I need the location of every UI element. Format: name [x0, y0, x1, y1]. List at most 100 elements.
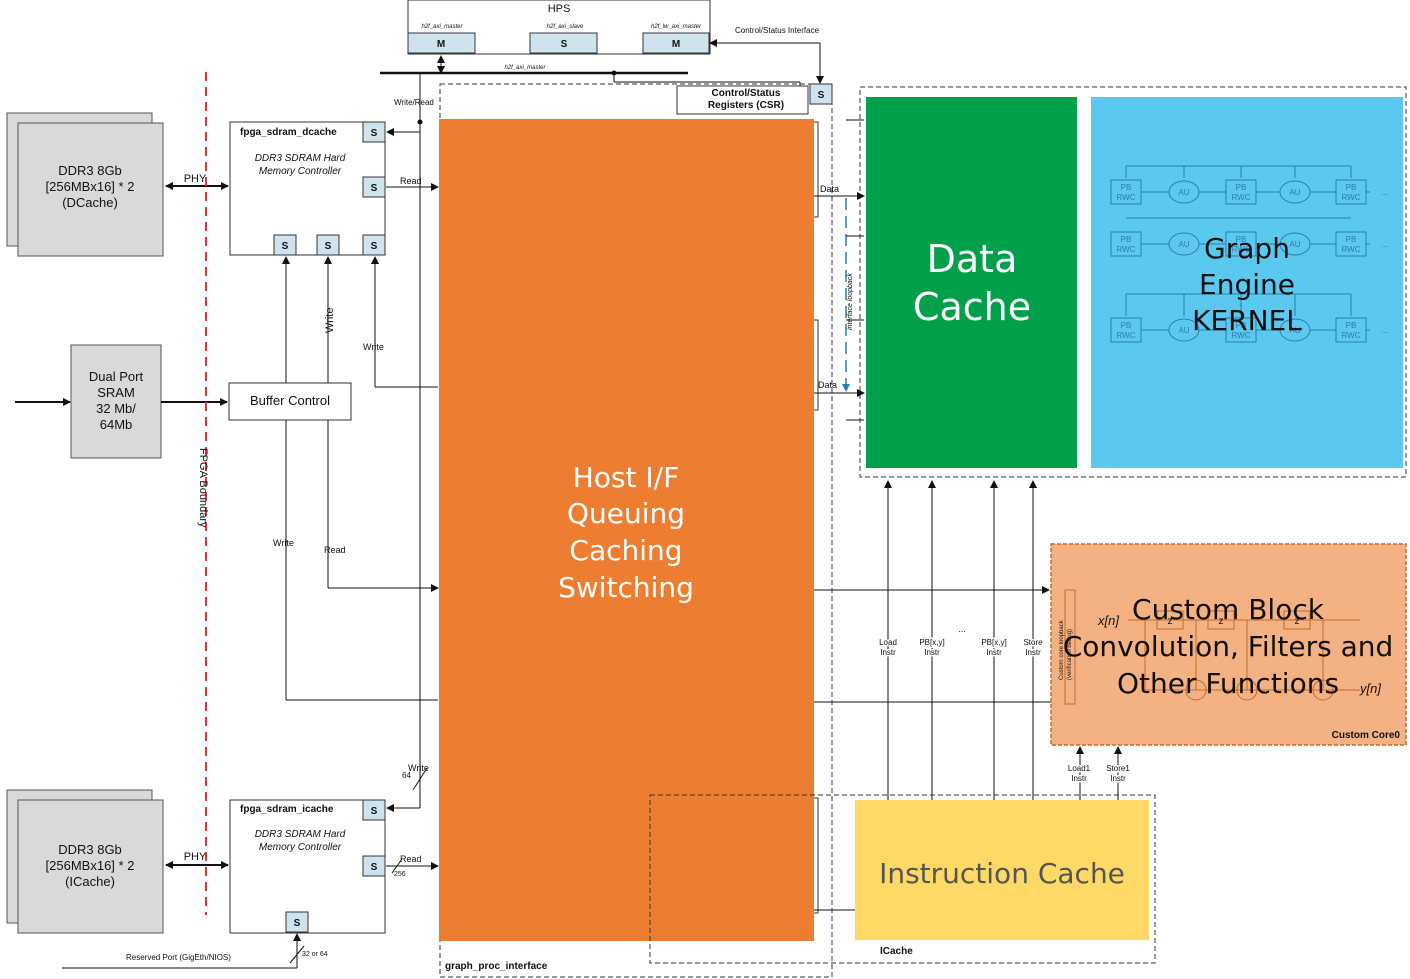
- rwc-label: RWC: [1117, 331, 1136, 340]
- instr-label: PB[x,y]: [981, 638, 1006, 647]
- svg-text:[256MBx16] * 2: [256MBx16] * 2: [46, 179, 135, 194]
- data-label: Data: [818, 380, 837, 390]
- delay-z: z: [1219, 616, 1224, 627]
- svg-text:fpga_sdram_icache: fpga_sdram_icache: [240, 804, 334, 815]
- svg-text:S: S: [325, 241, 332, 252]
- hps-port-m: M: [672, 39, 680, 50]
- custom-yn: y[n]: [1359, 681, 1381, 696]
- svg-text:fpga_sdram_dcache: fpga_sdram_dcache: [240, 127, 337, 138]
- width-label: 256: [394, 871, 406, 878]
- delay-z: z: [1295, 616, 1300, 627]
- rwc-label: RWC: [1232, 193, 1251, 202]
- svg-text:(DCache): (DCache): [62, 195, 118, 210]
- svg-text:DDR3 SDRAM Hard: DDR3 SDRAM Hard: [255, 153, 346, 164]
- ge-ellipsis: ...: [1381, 325, 1389, 335]
- svg-text:S: S: [371, 128, 378, 139]
- graph-engine-line2: Engine: [1199, 268, 1295, 301]
- pb-label: PB: [1121, 321, 1132, 330]
- au-label: AU: [1289, 326, 1300, 335]
- custom-core-label: Custom Core0: [1332, 730, 1401, 741]
- read-label: Read: [400, 854, 422, 864]
- rwc-label: RWC: [1232, 245, 1251, 254]
- custom-block: [1050, 543, 1407, 746]
- sram-block: [70, 344, 162, 459]
- svg-text:S: S: [282, 241, 289, 252]
- width-label: 32 or 64: [302, 951, 328, 958]
- filter-diagram: [1064, 589, 1360, 705]
- custom-block-line3: Other Functions: [1117, 667, 1339, 700]
- au-label: AU: [1289, 188, 1300, 197]
- width-label: 64: [402, 771, 411, 780]
- pb-label: PB: [1121, 183, 1132, 192]
- custom-block-line1: Custom Block: [1132, 593, 1325, 626]
- au-label: AU: [1178, 240, 1189, 249]
- svg-text:Instr: Instr: [986, 648, 1002, 657]
- rwc-label: RWC: [1232, 331, 1251, 340]
- write-label: Write: [324, 308, 336, 333]
- instr-label: PB[x,y]: [919, 638, 944, 647]
- au-node: [1168, 232, 1200, 256]
- hps-port-s: S: [561, 39, 568, 50]
- au-node: [1279, 232, 1311, 256]
- read-label: Read: [400, 176, 422, 186]
- ge-ellipsis: ...: [1381, 239, 1389, 249]
- control-status-interface-label: Control/Status Interface: [735, 26, 820, 35]
- write-label: Write: [408, 763, 429, 773]
- au-node: [1279, 180, 1311, 204]
- pb-label: PB: [1236, 183, 1247, 192]
- data-cache-line2: Cache: [913, 285, 1031, 329]
- hps-title: HPS: [548, 3, 571, 15]
- svg-text:64Mb: 64Mb: [100, 417, 133, 432]
- instruction-cache-label: Instruction Cache: [879, 857, 1125, 890]
- phy-label: PHY: [184, 851, 207, 863]
- port-s: [316, 234, 340, 256]
- host-if-line1: Host I/F: [573, 461, 679, 494]
- dcache-controller: fpga_sdram_dcache DDR3 SDRAM Hard Memory…: [229, 121, 386, 256]
- graph-engine-line1: Graph: [1204, 232, 1290, 265]
- pb-rwc-node: [1110, 317, 1142, 343]
- svg-text:Instr: Instr: [1025, 648, 1041, 657]
- icache-region: [649, 794, 1156, 964]
- svg-text:DDR3 SDRAM Hard: DDR3 SDRAM Hard: [255, 829, 346, 840]
- au-label: AU: [1289, 240, 1300, 249]
- instr-label: Store1: [1106, 764, 1130, 773]
- pb-label: PB: [1346, 321, 1357, 330]
- svg-text:Instr: Instr: [1071, 774, 1087, 783]
- data-cache-line1: Data: [927, 237, 1018, 281]
- ddr-icache-block: DDR3 8Gb [256MBx16] * 2 (ICache): [6, 789, 164, 934]
- data-label: Data: [820, 184, 839, 194]
- instr-label: Store: [1023, 638, 1043, 647]
- ddr-dcache-block: DDR3 8Gb [256MBx16] * 2 (DCache): [6, 112, 164, 257]
- pb-rwc-node: [1225, 317, 1257, 343]
- custom-xn: x[n]: [1097, 613, 1119, 628]
- svg-text:Instr: Instr: [1110, 774, 1126, 783]
- fpga-boundary-label: FPGA Boundary: [197, 448, 209, 528]
- svg-text:S: S: [371, 806, 378, 817]
- au-label: AU: [1178, 326, 1189, 335]
- pb-rwc-node: [1335, 317, 1367, 343]
- pb-label: PB: [1236, 321, 1247, 330]
- delay-z: z: [1168, 616, 1173, 627]
- csr-line1: Control/Status: [712, 88, 781, 99]
- rwc-label: RWC: [1117, 245, 1136, 254]
- instr-label: Load1: [1068, 764, 1091, 773]
- pb-rwc-node: [1110, 231, 1142, 257]
- pb-rwc-node: [1225, 231, 1257, 257]
- svg-text:S: S: [371, 241, 378, 252]
- csr-block: [676, 85, 809, 115]
- host-if-line3: Caching: [569, 534, 682, 567]
- write-read-label: Write/Read: [394, 98, 434, 107]
- write-label: Write: [363, 342, 384, 352]
- port-s: [273, 234, 297, 256]
- svg-text:S: S: [818, 90, 825, 101]
- reserved-port-label: Reserved Port (GigEth/NIOS): [126, 953, 231, 962]
- svg-text:S: S: [294, 918, 301, 929]
- hps-port-label: h2f_axi_master: [421, 24, 463, 30]
- instr-ellipsis: ...: [958, 624, 966, 634]
- rwc-label: RWC: [1342, 331, 1361, 340]
- custom-block-line2: Convolution, Filters and: [1063, 630, 1394, 663]
- svg-text:32 Mb/: 32 Mb/: [96, 401, 136, 416]
- port-s: [362, 176, 386, 198]
